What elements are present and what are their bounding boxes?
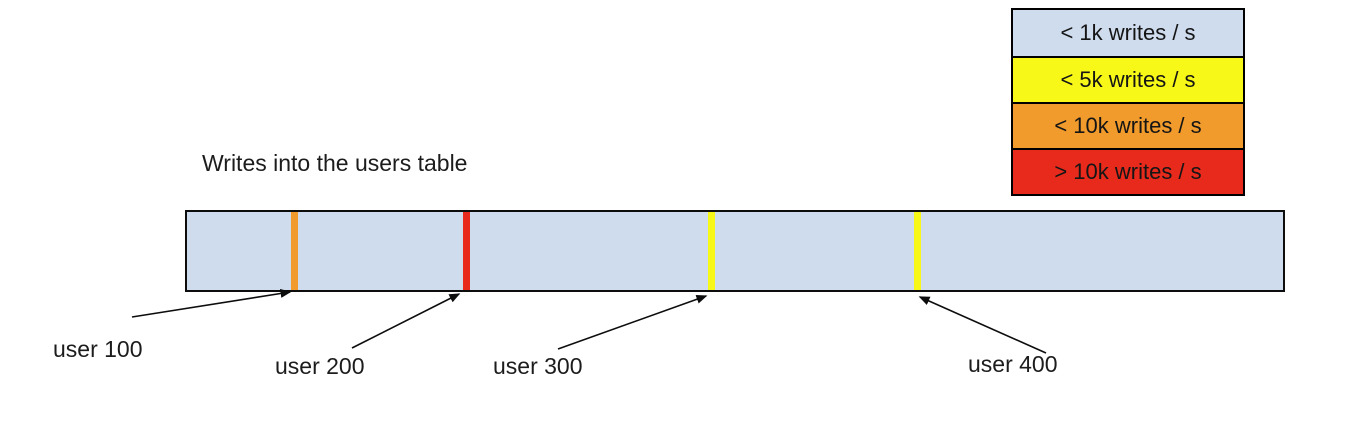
legend-item-lt-5k: < 5k writes / s (1013, 56, 1243, 102)
arrow-user-300 (557, 294, 708, 350)
legend-item-gt-10k: > 10k writes / s (1013, 148, 1243, 194)
diagram-title: Writes into the users table (202, 150, 468, 176)
marker-user-400 (914, 212, 921, 290)
legend-item-lt-1k-label: < 1k writes / s (1060, 20, 1196, 45)
users-table-bar (185, 210, 1285, 292)
label-user-200: user 200 (275, 353, 365, 379)
marker-user-100 (291, 212, 298, 290)
marker-user-300 (708, 212, 715, 290)
legend: < 1k writes / s < 5k writes / s < 10k wr… (1011, 8, 1245, 196)
arrow-user-100 (131, 289, 292, 318)
marker-user-200 (463, 212, 470, 290)
legend-item-gt-10k-label: > 10k writes / s (1054, 159, 1202, 184)
legend-item-lt-10k-label: < 10k writes / s (1054, 113, 1202, 138)
legend-item-lt-5k-label: < 5k writes / s (1060, 67, 1196, 92)
label-user-400: user 400 (968, 351, 1058, 377)
label-user-300: user 300 (493, 353, 583, 379)
legend-item-lt-1k: < 1k writes / s (1013, 10, 1243, 56)
label-user-100: user 100 (53, 336, 143, 362)
arrow-user-400 (918, 296, 1047, 354)
legend-item-lt-10k: < 10k writes / s (1013, 102, 1243, 148)
arrow-user-200 (351, 293, 461, 349)
